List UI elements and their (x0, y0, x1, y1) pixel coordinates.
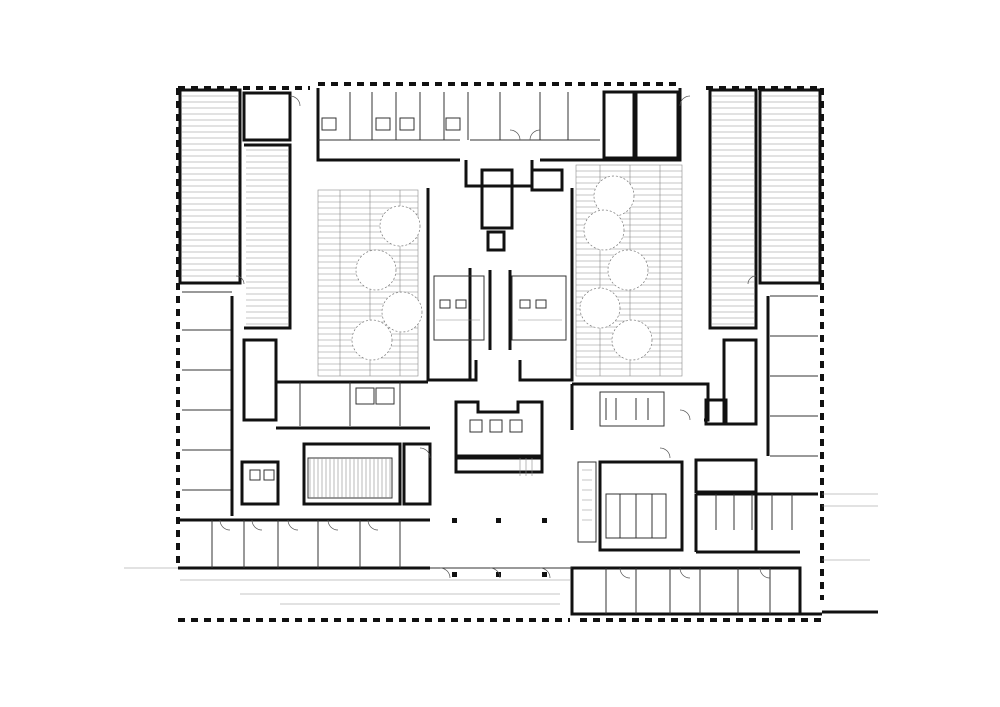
site-lines (124, 493, 878, 614)
right-lower-rooms (598, 295, 818, 554)
left-middle-wing (240, 338, 430, 506)
central-core (426, 160, 574, 382)
trees (351, 175, 653, 361)
lower-right-rooms (570, 566, 822, 616)
top-room-strip (316, 88, 682, 162)
stair-hall (302, 442, 432, 506)
central-service-block (454, 400, 544, 476)
door-swings (219, 95, 771, 579)
exterior-wall-dashed (176, 82, 824, 622)
right-middle-wing (570, 338, 758, 430)
right-parking-hall (708, 88, 822, 330)
left-parking-hall (178, 88, 292, 330)
lower-left-rooms (178, 291, 430, 570)
lobby-columns (430, 461, 597, 577)
